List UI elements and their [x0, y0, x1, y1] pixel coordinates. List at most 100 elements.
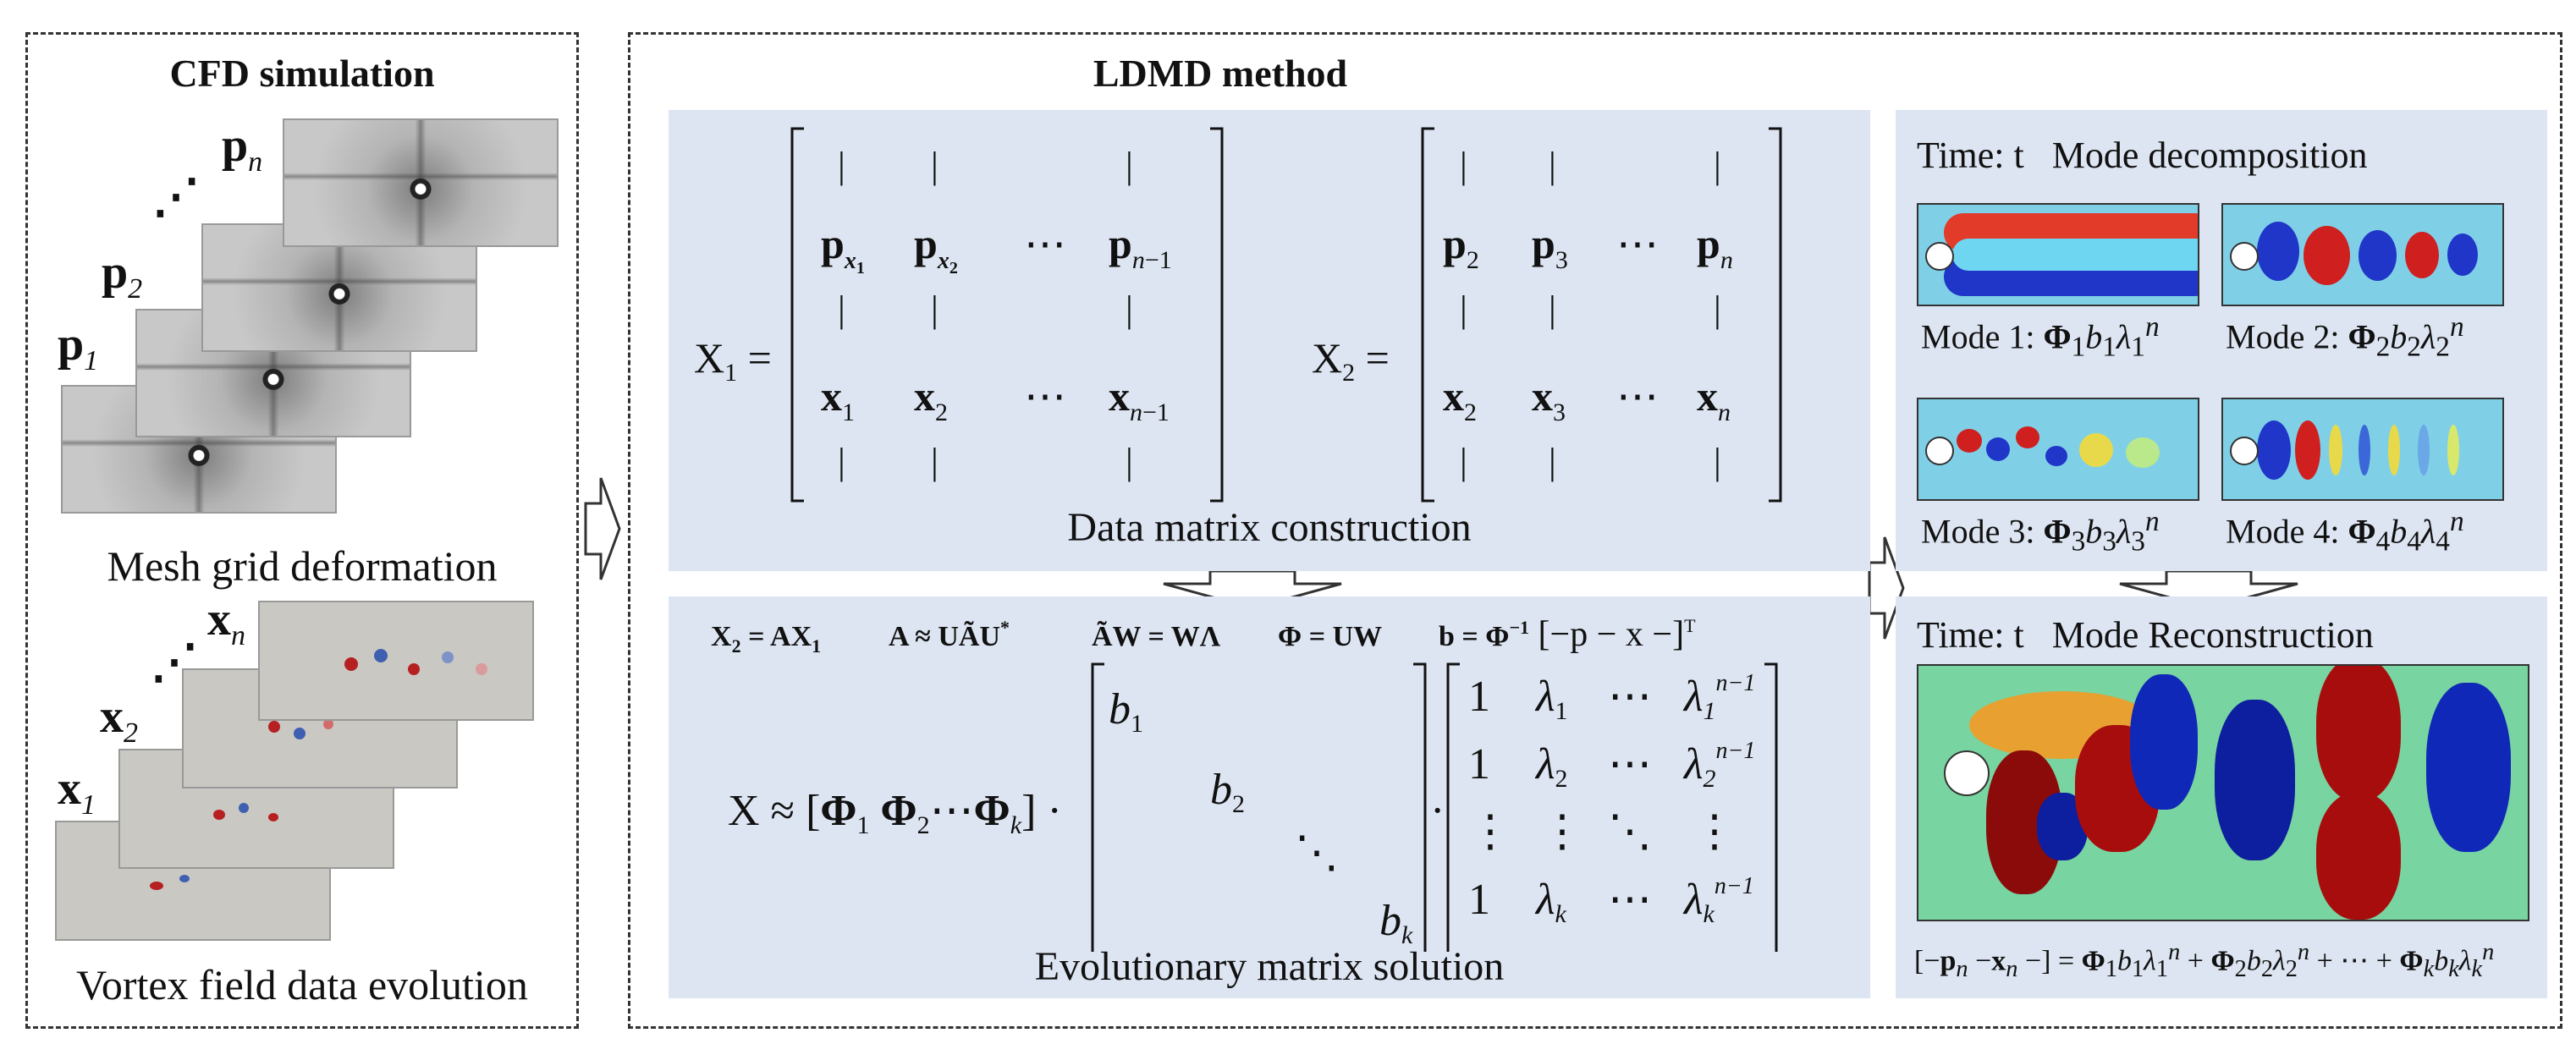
arrow-data-to-evolution: [1163, 569, 1342, 610]
svg-text:⋯: ⋯: [1608, 876, 1652, 924]
vortex-ellipsis-dots: ⋰: [151, 636, 198, 689]
svg-text:x3: x3: [1532, 372, 1566, 426]
data-matrix-caption: Data matrix construction: [1067, 505, 1472, 550]
svg-text:X2 = AX1: X2 = AX1: [711, 621, 821, 657]
svg-text:|: |: [1549, 441, 1556, 482]
svg-text:p2: p2: [1443, 220, 1479, 274]
vortex-label-xn: xn: [207, 593, 245, 652]
svg-text:b1: b1: [1109, 685, 1143, 738]
mode-2-field: [2221, 203, 2504, 306]
mode-4-field: [2221, 398, 2504, 501]
mode-2-label: Mode 2: Φ2b2λ2n: [2226, 311, 2464, 363]
svg-text:xn−1: xn−1: [1109, 372, 1170, 426]
data-matrix-equations: X1 = | | | px1 px2 ⋯ pn−1 | | | x1 x2 ⋯ xn−1…: [694, 127, 1782, 503]
svg-text:λk: λk: [1534, 876, 1567, 928]
svg-text:|: |: [1714, 441, 1721, 482]
reconstruction-equation: [−pn −xn −] = Φ1b1λ1n + Φ2b2λ2n + ⋯ + Φk…: [1914, 939, 2495, 983]
mesh-caption: Mesh grid deformation: [107, 542, 498, 590]
svg-text:|: |: [1126, 145, 1133, 186]
svg-text:λ1: λ1: [1534, 673, 1568, 725]
svg-text:p3: p3: [1532, 220, 1568, 274]
svg-text:1: 1: [1468, 876, 1490, 924]
svg-text:A ≈ UÃU*: A ≈ UÃU*: [889, 617, 1010, 652]
svg-text:λ1n−1: λ1n−1: [1682, 670, 1755, 725]
reconstruction-field: [1917, 664, 2529, 921]
vortex-frame-n: [258, 601, 534, 721]
right-frame: [628, 32, 2562, 1029]
svg-text:|: |: [1549, 288, 1556, 330]
svg-text:X2 =: X2 =: [1312, 334, 1390, 387]
svg-text:⋮: ⋮: [1540, 808, 1584, 856]
svg-text:|: |: [931, 145, 938, 186]
reconstruction-header: Time: t Mode Reconstruction: [1917, 614, 2374, 656]
svg-text:|: |: [1460, 145, 1467, 186]
decomposition-header: Time: t Mode decomposition: [1917, 135, 2368, 176]
svg-text:·: ·: [1430, 787, 1445, 835]
svg-text:x1: x1: [821, 372, 855, 426]
svg-text:λ2: λ2: [1534, 740, 1568, 793]
evolution-caption: Evolutionary matrix solution: [1034, 944, 1505, 989]
svg-text:X1 =: X1 =: [694, 334, 772, 387]
svg-text:xn: xn: [1697, 372, 1731, 426]
svg-text:px1: px1: [821, 220, 865, 277]
svg-text:|: |: [1549, 145, 1556, 186]
svg-text:pn: pn: [1697, 220, 1733, 274]
evolution-panel: [669, 596, 1870, 998]
svg-text:x2: x2: [914, 372, 948, 426]
svg-text:|: |: [1126, 288, 1133, 330]
svg-text:ÃW = WΛ: ÃW = WΛ: [1092, 621, 1221, 652]
left-panel-title: CFD simulation: [169, 52, 435, 95]
vortex-label-x2: x2: [100, 690, 138, 750]
arrow-left-to-center: [584, 477, 621, 580]
vortex-caption: Vortex field data evolution: [76, 961, 528, 1008]
mode-1-label: Mode 1: Φ1b1λ1n: [1921, 311, 2160, 363]
mesh-label-p1: p1: [58, 318, 99, 377]
mode-1-field: [1917, 203, 2199, 306]
svg-text:|: |: [1460, 288, 1467, 330]
svg-text:⋱: ⋱: [1608, 808, 1652, 856]
svg-text:⋯: ⋯: [1608, 740, 1652, 789]
mode-4-label: Mode 4: Φ4b4λ4n: [2226, 506, 2464, 558]
svg-text:1: 1: [1468, 740, 1490, 789]
svg-text:⋯: ⋯: [1024, 372, 1066, 420]
arrow-decomp-to-recon: [2119, 569, 2298, 610]
svg-text:⋱: ⋱: [1295, 829, 1339, 877]
svg-text:|: |: [1714, 145, 1721, 186]
svg-text:1: 1: [1468, 673, 1490, 721]
svg-text:|: |: [1126, 441, 1133, 482]
svg-text:px2: px2: [914, 220, 958, 277]
mesh-frame-n: [283, 118, 559, 247]
svg-text:|: |: [931, 441, 938, 482]
svg-text:⋯: ⋯: [1616, 220, 1659, 267]
arrow-center-to-right: [1868, 536, 1905, 640]
svg-text:λkn−1: λkn−1: [1682, 873, 1754, 928]
svg-text:bk: bk: [1379, 897, 1413, 949]
evolution-equations: X2 = AX1 A ≈ UÃU* ÃW = WΛ Φ = UW b = Φ−1…: [711, 615, 1778, 952]
svg-text:|: |: [1460, 441, 1467, 482]
svg-text:b = Φ−1 [−p − x −]T: b = Φ−1 [−p − x −]T: [1439, 615, 1696, 654]
svg-text:⋯: ⋯: [1608, 673, 1652, 721]
svg-text:|: |: [1714, 288, 1721, 330]
mesh-label-p2: p2: [102, 246, 143, 305]
svg-text:|: |: [838, 145, 845, 186]
ellipsis-dots: ⋰: [152, 171, 200, 223]
mode-3-label: Mode 3: Φ3b3λ3n: [1921, 506, 2160, 558]
center-panel-title: LDMD method: [1093, 52, 1348, 95]
svg-text:X ≈ [Φ1 Φ2⋯Φk] ·: X ≈ [Φ1 Φ2⋯Φk] ·: [728, 787, 1062, 839]
vortex-label-x1: x1: [58, 762, 96, 821]
svg-text:λ2n−1: λ2n−1: [1682, 738, 1755, 793]
mode-3-field: [1917, 398, 2199, 501]
svg-text:|: |: [838, 441, 845, 482]
svg-text:b2: b2: [1210, 766, 1245, 818]
svg-text:x2: x2: [1443, 372, 1477, 426]
svg-text:pn−1: pn−1: [1109, 220, 1172, 274]
mesh-label-pn: pn: [222, 119, 263, 179]
svg-text:Φ = UW: Φ = UW: [1278, 621, 1382, 652]
svg-text:⋮: ⋮: [1693, 808, 1737, 856]
data-matrix-panel: [669, 110, 1870, 571]
svg-text:⋮: ⋮: [1468, 808, 1512, 856]
svg-text:⋯: ⋯: [1024, 220, 1066, 267]
svg-text:⋯: ⋯: [1616, 372, 1659, 420]
svg-text:|: |: [838, 288, 845, 330]
svg-text:|: |: [931, 288, 938, 330]
